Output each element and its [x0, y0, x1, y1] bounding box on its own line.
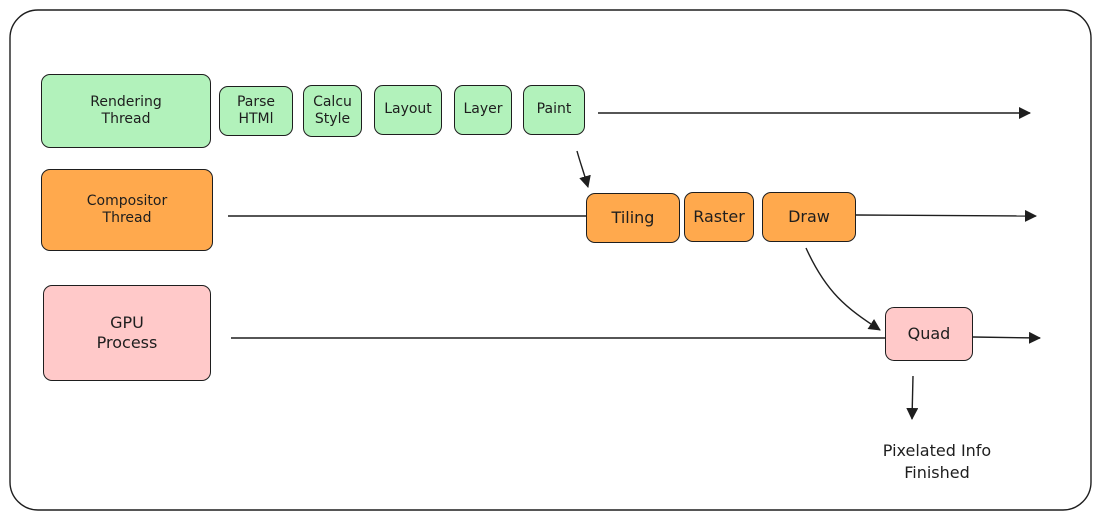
compositor-thread-box: Compositor Thread	[41, 169, 213, 251]
paint-to-tiling-arrow	[576, 150, 591, 188]
step-layer: Layer	[454, 85, 512, 135]
gpu-process-box: GPU Process	[43, 285, 211, 381]
step-tiling: Tiling	[586, 193, 680, 243]
step-calc-style: Calcu Style	[303, 85, 362, 137]
step-draw: Draw	[762, 192, 856, 242]
rendering-thread-box: Rendering Thread	[41, 74, 211, 148]
step-quad: Quad	[885, 307, 973, 361]
pixelated-info-finished-label: Pixelated Info Finished	[882, 441, 992, 482]
gpu-timeline-arrow	[972, 331, 1041, 344]
compositor-timeline-arrow	[855, 209, 1037, 222]
step-paint: Paint	[523, 85, 585, 135]
quad-to-result-arrow	[906, 375, 919, 420]
step-raster: Raster	[684, 192, 754, 242]
step-layout: Layout	[374, 85, 442, 135]
step-parse-html: Parse HTMl	[219, 86, 293, 136]
draw-to-quad-arrow	[805, 247, 881, 331]
